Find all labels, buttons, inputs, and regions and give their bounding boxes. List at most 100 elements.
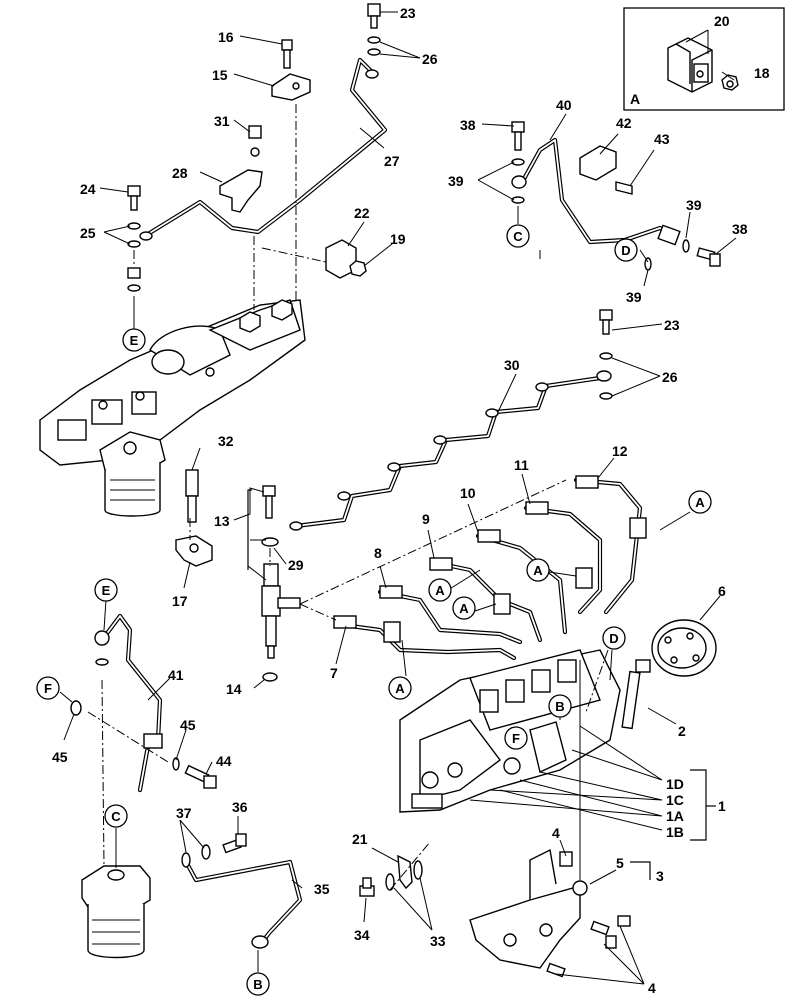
callout-a-label: A <box>395 681 405 696</box>
part-label-39: 39 <box>448 173 464 189</box>
part-label-8: 8 <box>374 545 382 561</box>
part-label-4: 4 <box>552 825 560 841</box>
callout-f-left: F <box>36 676 60 700</box>
fuel-pipe-41 <box>94 613 163 793</box>
bolt-44 <box>172 757 217 789</box>
clip-22 <box>325 239 367 279</box>
bracket-15 <box>271 39 311 101</box>
part-label-35: 35 <box>314 881 330 897</box>
pump-bracket-3 <box>469 848 631 978</box>
bolt-32 <box>185 469 199 523</box>
bolt-34 <box>359 877 375 897</box>
part-label-39: 39 <box>686 197 702 213</box>
part-label-38: 38 <box>460 117 476 133</box>
assembly-lines <box>87 104 609 891</box>
part-label-16: 16 <box>218 29 234 45</box>
part-label-29: 29 <box>288 557 304 573</box>
part-label-12: 12 <box>612 443 628 459</box>
clamp-part-20 <box>667 37 713 93</box>
bolt-23-middle <box>599 309 613 400</box>
inset-label: A <box>630 91 640 107</box>
part-label-1b: 1B <box>666 824 684 840</box>
callout-b-pump: B <box>548 694 572 718</box>
callout-f-pump: F <box>504 726 528 750</box>
callout-e-lower: E <box>94 578 118 602</box>
part-label-1c: 1C <box>666 792 684 808</box>
part-label-40: 40 <box>556 97 572 113</box>
part-label-11: 11 <box>514 457 529 473</box>
callout-a-3: A <box>428 578 452 602</box>
callout-f-label: F <box>512 731 520 746</box>
callout-f-label: F <box>44 681 52 696</box>
high-pressure-pipes <box>333 475 647 661</box>
part-label-14: 14 <box>226 681 242 697</box>
callout-a-label: A <box>435 583 445 598</box>
part-label-3: 3 <box>656 868 664 884</box>
bolt-36 <box>222 833 247 854</box>
part-label-42: 42 <box>616 115 632 131</box>
callout-a-4: A <box>452 596 476 620</box>
callout-e-label: E <box>102 583 111 598</box>
washer-45-left <box>70 700 82 716</box>
part-label-18: 18 <box>754 65 770 81</box>
part-label-13: 13 <box>214 513 230 529</box>
intake-manifold-assembly <box>39 299 306 466</box>
callout-a-1: A <box>688 490 712 514</box>
part-label-37: 37 <box>176 805 192 821</box>
leader-lines <box>59 11 737 985</box>
clamp-42 <box>579 145 633 195</box>
part-label-23: 23 <box>664 317 680 333</box>
callout-a-2: A <box>526 558 550 582</box>
part-label-21: 21 <box>352 831 368 847</box>
stud-2 <box>621 659 651 730</box>
injector-13 <box>261 563 301 682</box>
part-label-31: 31 <box>214 113 230 129</box>
part-label-19: 19 <box>390 231 406 247</box>
bolt-24 <box>127 185 141 292</box>
callout-e-upper: E <box>122 328 146 352</box>
bolt-38-upper <box>511 121 525 204</box>
part-label-45: 45 <box>52 749 68 765</box>
callout-d-pipe: D <box>614 238 638 262</box>
bolt-38-right <box>644 239 721 271</box>
fitting-21 <box>385 854 423 891</box>
part-label-30: 30 <box>504 357 520 373</box>
part-label-36: 36 <box>232 799 248 815</box>
timing-gear-6 <box>651 619 717 677</box>
part-label-2: 2 <box>678 723 686 739</box>
part-label-24: 24 <box>80 181 96 197</box>
leak-off-pipe-40 <box>511 137 681 246</box>
part-label-38: 38 <box>732 221 748 237</box>
part-number-labels: 1 1A 1B 1C 1D 2 3 4 4 4 5 6 7 8 9 10 11 … <box>52 5 770 996</box>
callout-d-label: D <box>609 631 618 646</box>
part-label-10: 10 <box>460 485 476 501</box>
callout-a-label: A <box>459 601 469 616</box>
callout-c-upper: C <box>506 224 530 248</box>
part-label-25: 25 <box>80 225 96 241</box>
part-label-26: 26 <box>422 51 438 67</box>
part-label-33: 33 <box>430 933 446 949</box>
leak-off-pipe-27 <box>139 57 388 241</box>
part-label-34: 34 <box>354 927 370 943</box>
part-label-44: 44 <box>216 753 232 769</box>
part-label-4: 4 <box>648 980 656 996</box>
inset-detail-a: A <box>623 7 785 111</box>
part-label-9: 9 <box>422 511 430 527</box>
part-label-28: 28 <box>172 165 188 181</box>
part-label-1d: 1D <box>666 776 684 792</box>
callout-e-label: E <box>130 333 139 348</box>
clamp-17 <box>175 535 213 567</box>
part-label-39: 39 <box>626 289 642 305</box>
fuel-filter-lower <box>81 865 151 959</box>
callout-c-label: C <box>111 809 121 824</box>
part-label-1: 1 <box>718 798 726 814</box>
callout-c-filter: C <box>104 804 128 828</box>
part-label-45: 45 <box>180 717 196 733</box>
callout-a-label: A <box>695 495 705 510</box>
part-label-5: 5 <box>616 855 624 871</box>
bolt-23-top <box>367 3 381 56</box>
group-brackets <box>247 489 716 880</box>
leak-off-pipe-30 <box>289 370 612 531</box>
bracket-28 <box>219 125 263 213</box>
